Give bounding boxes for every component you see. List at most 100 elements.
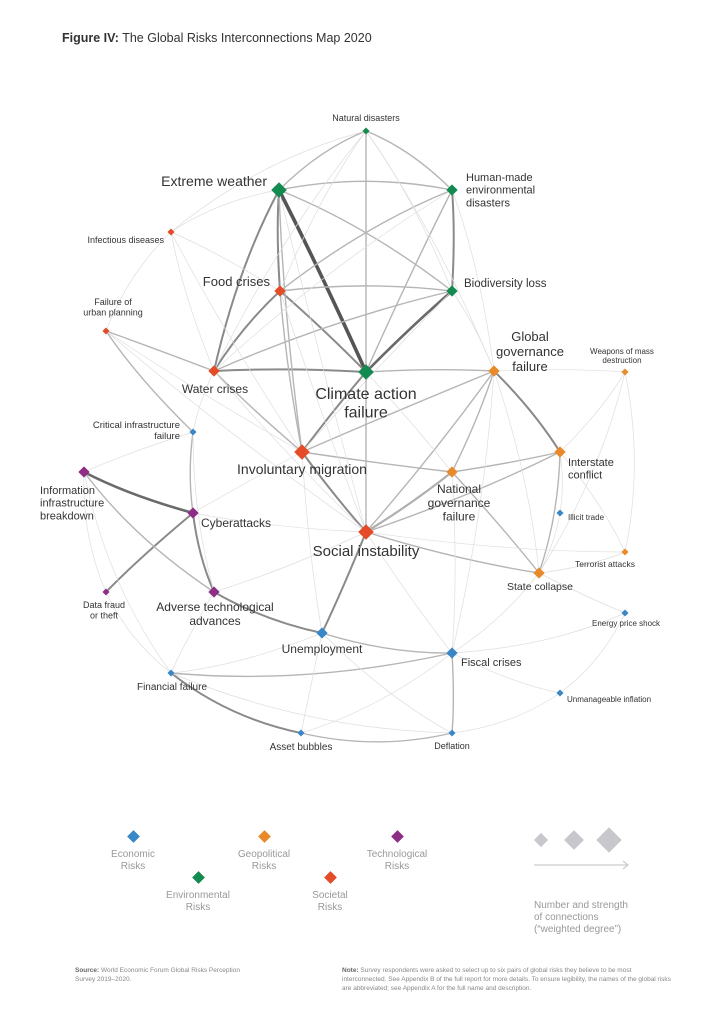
edge-glo-nag (451, 370, 495, 473)
node-nat[interactable]: Natural disasters (332, 113, 400, 135)
node-wat[interactable]: Water crises (182, 365, 248, 396)
edge-une-fis (321, 632, 453, 654)
edge-wmd-sta (538, 371, 626, 574)
edge-cri-wat (192, 370, 215, 433)
diamond-icon (446, 285, 458, 297)
edge-ext-inv (278, 189, 303, 453)
node-soc[interactable]: Social instability (313, 524, 420, 560)
edge-une-fin (170, 632, 323, 674)
diamond-icon (102, 588, 110, 596)
diamond-icon (271, 182, 287, 198)
edge-ene-unm (559, 612, 626, 694)
diamond-icon (362, 127, 370, 135)
edge-glo-inv (301, 370, 495, 453)
node-inf[interactable]: Infectious diseases (87, 228, 175, 245)
edge-wat-inv (213, 370, 303, 453)
edge-cyb-adv (192, 512, 215, 593)
node-def[interactable]: Deflation (434, 729, 470, 751)
edge-nat-food (279, 130, 367, 292)
edge-fin-ass (170, 672, 302, 734)
diamond-icon (78, 466, 90, 478)
node-ene[interactable]: Energy price shock (592, 609, 661, 628)
footnote: Note: Survey respondents were asked to s… (342, 966, 672, 993)
edge-nat-glo (365, 130, 495, 372)
note-label: Note: (342, 967, 359, 974)
node-food[interactable]: Food crises (203, 274, 286, 297)
edges-layer (83, 130, 635, 743)
edge-sta-fis (451, 572, 540, 654)
node-une[interactable]: Unemployment (282, 627, 363, 656)
edge-hum-glo (451, 189, 495, 372)
node-inv[interactable]: Involuntary migration (237, 444, 367, 477)
node-cyb[interactable]: Cyberattacks (187, 507, 271, 530)
edge-int-sta (538, 451, 561, 574)
diamond-icon (167, 228, 175, 236)
diamond-icon (621, 548, 629, 556)
edge-ill-int (559, 451, 563, 514)
size-diamond-icon (564, 830, 584, 850)
edge-bio-food (279, 285, 453, 292)
edge-unm-def (451, 692, 561, 734)
edge-ass-fis (300, 652, 453, 734)
edge-dat-fin (105, 591, 172, 674)
edge-urb-cri (105, 330, 194, 433)
figure-title-text: The Global Risks Interconnections Map 20… (122, 31, 372, 45)
edge-food-soc (279, 290, 367, 533)
edge-inv-une (301, 451, 323, 634)
edge-fis-ene (451, 612, 626, 654)
edge-inf-food (170, 231, 281, 292)
node-bio[interactable]: Biodiversity loss (446, 278, 547, 297)
edge-iib-cri (83, 431, 194, 473)
edge-urb-inv (105, 330, 303, 453)
edge-inf-wat (170, 231, 215, 372)
edge-cli-glo (365, 369, 495, 373)
node-fin[interactable]: Financial failure (137, 669, 207, 693)
edge-ext-wat (213, 189, 280, 372)
edge-une-def (321, 632, 453, 734)
edge-nat-hum (365, 130, 453, 191)
edge-food-inv (279, 290, 303, 453)
edge-adv-fin (170, 591, 215, 674)
node-ill[interactable]: Illicit trade (556, 509, 605, 522)
edge-cyb-dat (105, 512, 194, 593)
edge-bio-cli (365, 290, 453, 373)
source-text: World Economic Forum Global Risks Percep… (75, 967, 240, 983)
node-ass[interactable]: Asset bubbles (270, 729, 333, 753)
edge-int-nag (451, 451, 561, 473)
node-fis[interactable]: Fiscal crises (446, 647, 522, 669)
edge-fis-fin (170, 652, 453, 678)
node-sta[interactable]: State collapse (507, 567, 573, 593)
diamond-icon (556, 689, 564, 697)
node-ext[interactable]: Extreme weather (161, 173, 287, 198)
node-unm[interactable]: Unmanageable inflation (556, 689, 651, 704)
diamond-icon (167, 669, 175, 677)
edge-nat-bio (365, 130, 453, 292)
node-ter[interactable]: Terrorist attacks (575, 548, 635, 569)
edge-ext-food (276, 189, 281, 292)
edge-ill-sta (538, 512, 561, 574)
figure-number: Figure IV: (62, 31, 119, 45)
edge-soc-sta (365, 531, 540, 574)
